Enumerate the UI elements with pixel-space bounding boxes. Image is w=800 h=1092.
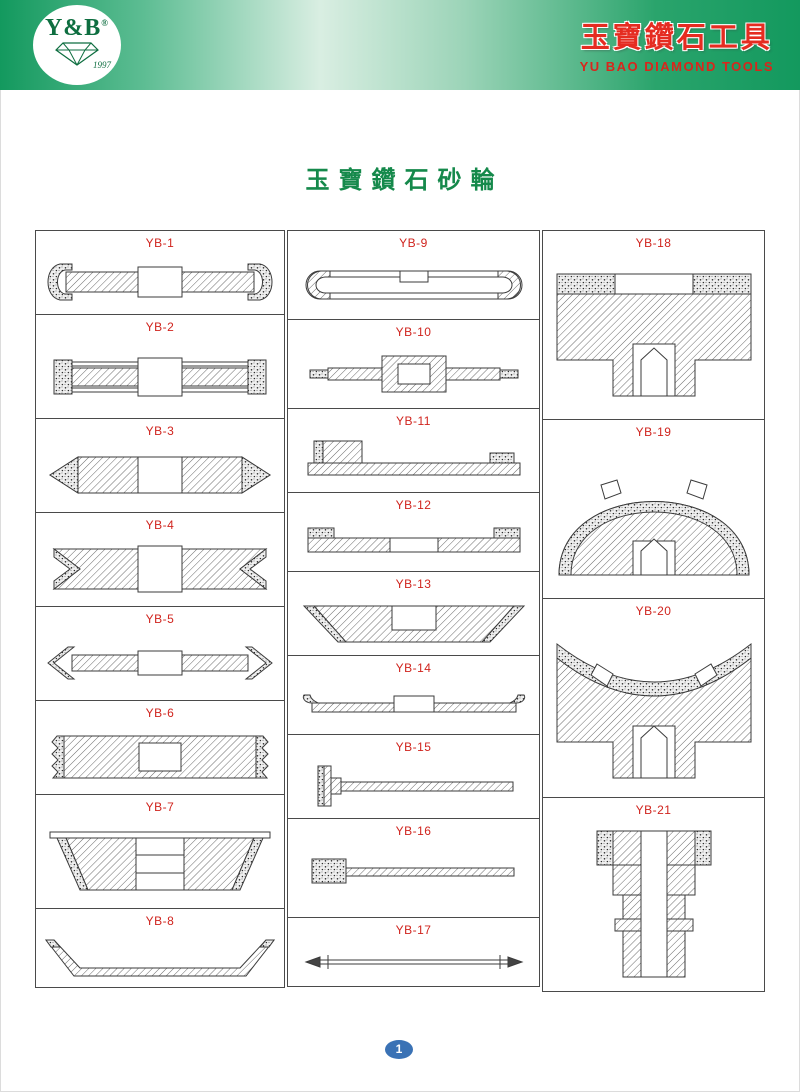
logo-year: 1997	[93, 60, 111, 70]
drawing-column-2: YB-9 YB-10 YB-11	[287, 230, 540, 987]
brand-name-english: YU BAO DIAMOND TOOLS	[579, 59, 774, 74]
cell-label: YB-17	[395, 923, 432, 937]
drawing-yb-13	[302, 605, 525, 643]
cell-label: YB-9	[399, 236, 428, 250]
cell-label: YB-10	[395, 325, 432, 339]
cell-label: YB-1	[145, 236, 175, 250]
cell-label: YB-2	[145, 320, 175, 334]
cell-yb-9: YB-9	[287, 230, 540, 320]
cell-label: YB-16	[395, 824, 432, 838]
cell-label: YB-8	[145, 914, 175, 928]
cell-label: YB-5	[145, 612, 175, 626]
cell-label: YB-21	[635, 803, 672, 817]
registered-mark: ®	[101, 18, 110, 28]
cell-label: YB-14	[395, 661, 432, 675]
cell-yb-3: YB-3	[35, 418, 285, 513]
drawing-column-3: YB-18 YB-19 YB-20	[542, 230, 765, 992]
page-title: 玉寶鑽石砂輪	[305, 167, 504, 194]
drawing-yb-7	[49, 831, 271, 891]
cell-label: YB-4	[145, 518, 175, 532]
cell-label: YB-13	[395, 577, 432, 591]
drawing-yb-8	[44, 939, 276, 976]
drawing-yb-15	[317, 765, 513, 807]
logo-name: Y&B	[44, 15, 102, 41]
cell-yb-8: YB-8	[35, 908, 285, 988]
cell-label: YB-19	[635, 425, 672, 439]
drawing-yb-9	[305, 270, 522, 299]
drawing-yb-19	[557, 478, 750, 575]
cell-label: YB-7	[145, 800, 175, 814]
drawing-yb-14	[302, 694, 525, 712]
cell-label: YB-15	[395, 740, 432, 754]
drawing-yb-20	[556, 642, 751, 778]
cell-label: YB-3	[145, 424, 175, 438]
cell-yb-14: YB-14	[287, 655, 540, 735]
drawing-yb-17	[304, 954, 523, 969]
cell-label: YB-20	[635, 604, 672, 618]
cell-yb-15: YB-15	[287, 734, 540, 819]
cell-yb-16: YB-16	[287, 818, 540, 918]
drawing-column-1: YB-1 YB-2 YB-3	[35, 230, 285, 988]
cell-yb-12: YB-12	[287, 492, 540, 572]
brand-block: 玉寶鑽石工具 YU BAO DIAMOND TOOLS	[580, 14, 774, 74]
drawing-yb-21	[596, 830, 711, 977]
cell-yb-6: YB-6	[35, 700, 285, 795]
gem-wrap	[33, 41, 121, 72]
cell-label: YB-12	[395, 498, 432, 512]
cell-yb-4: YB-4	[35, 512, 285, 607]
drawing-yb-10	[309, 355, 518, 392]
drawing-yb-4	[52, 545, 268, 593]
logo: Y&B® 1997	[33, 5, 121, 85]
cell-label: YB-6	[145, 706, 175, 720]
cell-yb-13: YB-13	[287, 571, 540, 656]
drawing-yb-5	[47, 646, 273, 680]
cell-yb-17: YB-17	[287, 917, 540, 987]
cell-label: YB-11	[396, 414, 431, 428]
cell-yb-19: YB-19	[542, 419, 765, 599]
cell-yb-20: YB-20	[542, 598, 765, 798]
drawing-yb-1	[47, 263, 273, 301]
header-banner: Y&B® 1997 玉寶鑽石工具 YU BAO DIAMOND TOOLS	[0, 0, 800, 90]
cell-yb-7: YB-7	[35, 794, 285, 909]
cell-yb-11: YB-11	[287, 408, 540, 493]
cell-yb-18: YB-18	[542, 230, 765, 420]
drawing-yb-11	[307, 440, 520, 476]
diamond-icon	[55, 42, 99, 66]
cell-label: YB-18	[635, 236, 672, 250]
drawing-yb-3	[49, 456, 271, 494]
drawing-yb-6	[51, 735, 269, 779]
brand-name-chinese: 玉寶鑽石工具	[580, 22, 773, 54]
drawing-yb-12	[307, 527, 520, 552]
page-number-badge: 1	[385, 1040, 413, 1059]
drawing-yb-2	[53, 357, 267, 397]
cell-yb-5: YB-5	[35, 606, 285, 701]
drawing-yb-18	[556, 273, 751, 396]
drawing-yb-16	[311, 858, 514, 883]
logo-text: Y&B®	[33, 15, 121, 42]
cell-yb-1: YB-1	[35, 230, 285, 315]
cell-yb-2: YB-2	[35, 314, 285, 419]
cell-yb-21: YB-21	[542, 797, 765, 992]
cell-yb-10: YB-10	[287, 319, 540, 409]
